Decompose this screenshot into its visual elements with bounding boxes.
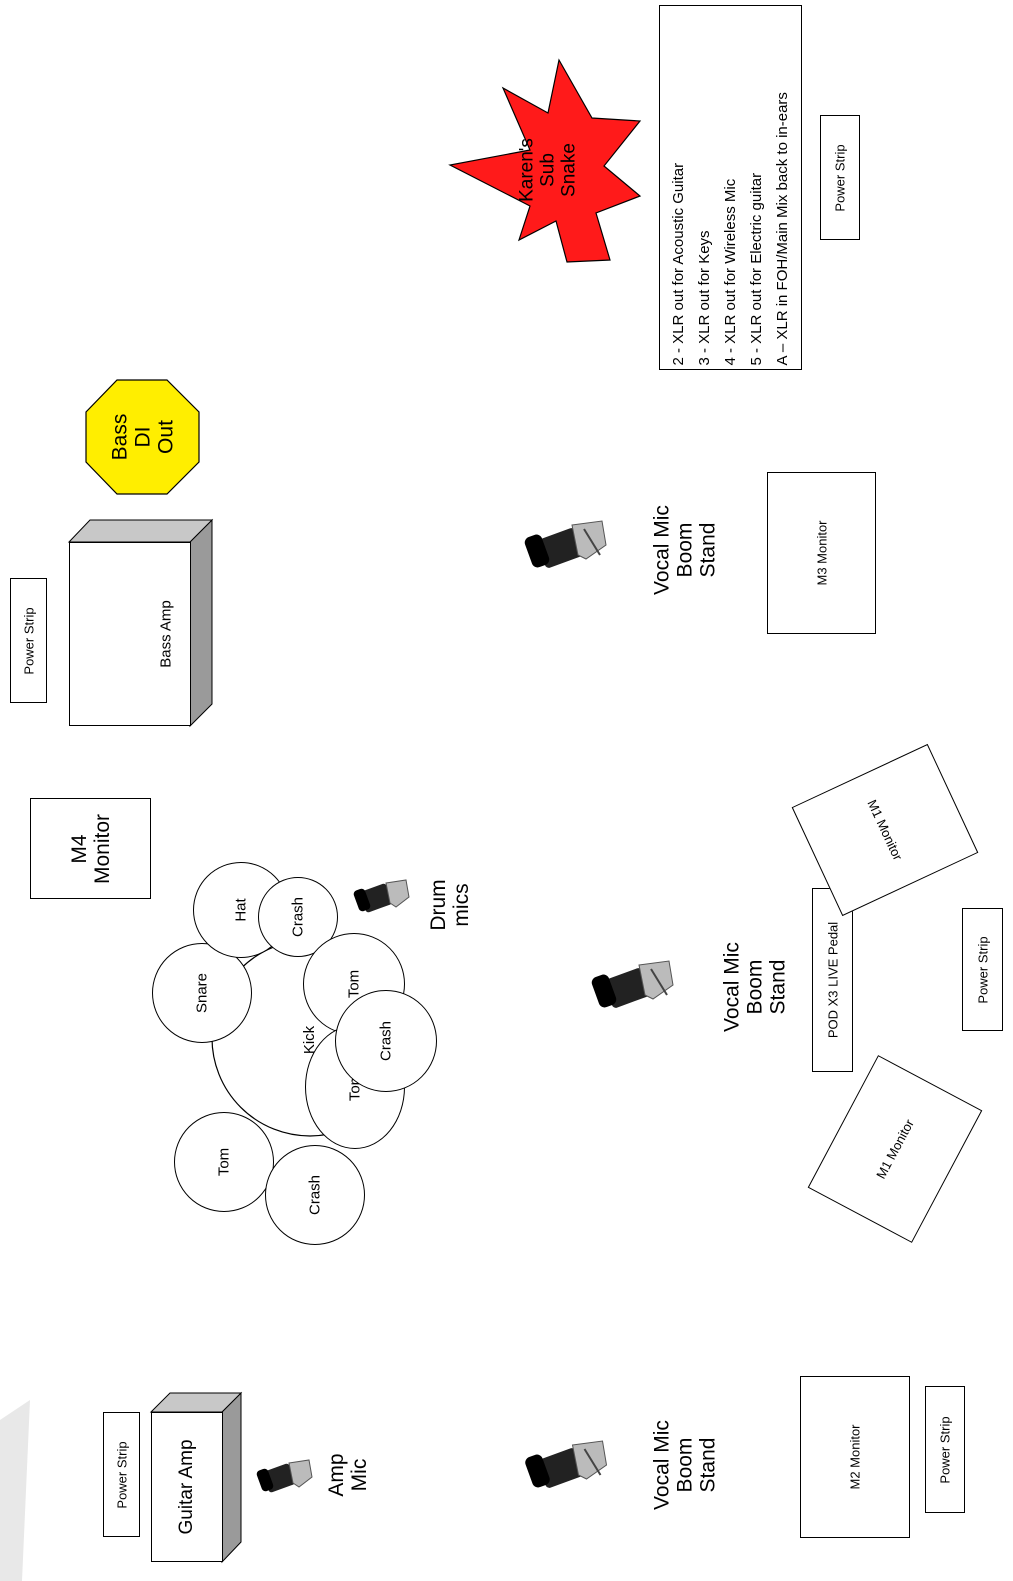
sub-snake-label: Karen's Sub Snake [516,138,579,202]
vocal-mic-label-2: Vocal Mic Boom Stand [710,932,800,1042]
vocal-line2: Boom [673,1437,697,1493]
power-strip-bass: Power Strip [10,578,47,703]
watermark-shape [0,1400,30,1581]
crash-label: Crash [377,1020,395,1062]
m1-monitor-label: M1 Monitor [864,797,906,863]
amp-mic-icon [255,1455,315,1505]
pod-pedal: POD X3 LIVE Pedal [812,888,853,1072]
snare-label: Snare [193,972,211,1014]
snare-drum: Snare [152,943,252,1043]
vocal-line1: Vocal Mic [650,1420,674,1510]
vocal-line1: Vocal Mic [650,505,674,595]
microphone-icon [353,879,410,913]
bass-amp-label: Bass Amp [157,600,175,668]
sub-snake-line3: Snake [558,143,579,197]
amp-mic-text: Amp Mic [325,1453,371,1496]
bass-amp-top [67,519,214,543]
microphone-icon [591,960,674,1008]
m4-monitor: M4 Monitor [30,798,151,899]
bass-amp: Bass Amp [69,542,191,726]
bass-di-out: Bass DI Out [86,380,199,494]
snake-notes-list: 2 - XLR out for Acoustic Guitar 3 - XLR … [666,10,796,365]
microphone-icon [256,1459,313,1493]
bass-amp-side [189,518,213,728]
power-strip-center: Power Strip [962,908,1003,1031]
drum-mic-icon [352,875,412,925]
amp-mic-label: Amp Mic [318,1440,378,1510]
microphone-icon [525,1440,608,1488]
vocal-line3: Stand [696,1437,720,1493]
drum-mics-line1: Drum [427,879,450,931]
m3-monitor-label: M3 Monitor [814,520,829,586]
sub-snake-line2: Sub [537,153,558,187]
bass-di-line2: DI [131,426,154,448]
vocal-mic-label-3: Vocal Mic Boom Stand [640,1410,730,1520]
m4-monitor-label: M4 Monitor [68,813,114,883]
tom-3: Tom [174,1112,274,1212]
power-strip-guitar: Power Strip [103,1412,140,1537]
drum-mics-text: Drum mics [427,879,473,930]
vocal-mic-text-2: Vocal Mic Boom Stand [721,942,790,1032]
vocal-line2: Boom [743,959,767,1015]
power-strip-label: Power Strip [832,143,848,212]
bass-di-label: Bass DI Out [108,380,177,494]
vocal-mic-label-1: Vocal Mic Boom Stand [640,495,730,605]
m4-line1: M4 [67,833,91,864]
m3-monitor: M3 Monitor [767,472,876,634]
crash-cymbal-2: Crash [335,990,437,1092]
amp-mic-line1: Amp [325,1453,348,1497]
crash-cymbal-3: Crash [265,1145,365,1245]
microphone-icon [524,520,607,568]
vocal-mic-icon-2 [582,955,682,1025]
m2-monitor-label: M2 Monitor [847,1424,863,1490]
snake-notes-box: 2 - XLR out for Acoustic Guitar 3 - XLR … [659,5,802,370]
crash-label: Crash [306,1174,324,1216]
vocal-line3: Stand [696,522,720,578]
sub-snake-line1: Karen's [516,138,537,202]
guitar-amp-side [221,1391,242,1564]
power-strip-label: Power Strip [114,1440,129,1509]
power-strip-label: Power Strip [937,1415,953,1484]
vocal-line3: Stand [766,959,790,1015]
hat-label: Hat [232,898,250,922]
vocal-mic-icon-3 [518,1435,613,1505]
m1-monitor-label: M1 Monitor [873,1116,917,1182]
vocal-mic-icon-1 [520,515,610,585]
drum-mics-label: Drum mics [420,870,480,940]
crash-label: Crash [289,896,307,938]
drum-mics-line2: mics [450,883,473,927]
sub-snake-star [448,58,642,263]
snake-note-5: 5 - XLR out for Electric guitar [747,172,765,365]
power-strip-m2: Power Strip [925,1386,965,1513]
vocal-line2: Boom [673,522,697,578]
snake-note-3: 3 - XLR out for Keys [695,229,713,365]
power-strip-label: Power Strip [21,606,36,675]
guitar-amp: Guitar Amp [151,1412,223,1562]
vocal-line1: Vocal Mic [720,942,744,1032]
sub-snake: Karen's Sub Snake [500,100,595,240]
bass-di-octagon [85,379,200,495]
tom-label: Tom [345,969,363,999]
vocal-mic-text-3: Vocal Mic Boom Stand [651,1420,720,1510]
m4-line2: Monitor [90,813,114,884]
pod-pedal-label: POD X3 LIVE Pedal [825,921,840,1039]
guitar-amp-label: Guitar Amp [176,1439,197,1535]
snake-note-4: 4 - XLR out for Wireless Mic [721,178,739,365]
bass-di-line3: Out [154,420,177,454]
power-strip-snake: Power Strip [820,115,860,240]
amp-mic-line2: Mic [348,1458,371,1492]
vocal-mic-text-1: Vocal Mic Boom Stand [651,505,720,595]
m2-monitor: M2 Monitor [800,1376,910,1538]
snake-note-a: A – XLR in FOH/Main Mix back to in-ears [773,91,791,365]
bass-di-line1: Bass [108,413,131,461]
power-strip-label: Power Strip [975,935,990,1004]
snake-note-2: 2 - XLR out for Acoustic Guitar [669,162,687,365]
tom-label: Tom [215,1147,233,1177]
